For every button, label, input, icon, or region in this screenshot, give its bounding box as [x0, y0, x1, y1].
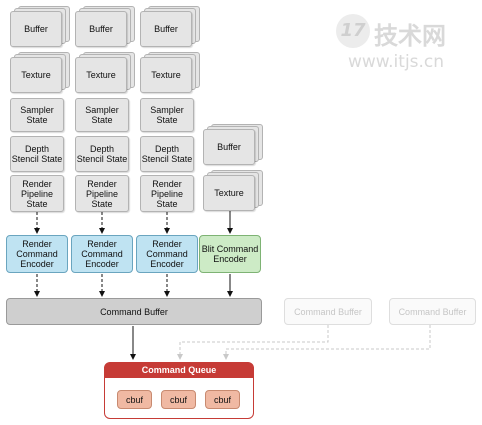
command-buffer: Command Buffer: [6, 298, 262, 325]
sampler-state-box-2: Sampler State: [75, 98, 129, 132]
texture-box-1: Texture: [10, 57, 62, 93]
watermark-logo-icon: 17: [336, 14, 370, 48]
command-queue: Command Queue cbuf cbuf cbuf: [104, 362, 254, 419]
cbuf-item-2: cbuf: [161, 390, 196, 409]
buffer-box-3: Buffer: [140, 11, 192, 47]
cbuf-item-3: cbuf: [205, 390, 240, 409]
sampler-state-box-3: Sampler State: [140, 98, 194, 132]
depth-stencil-state-box-1: Depth Stencil State: [10, 136, 64, 172]
render-pipeline-state-box-3: Render Pipeline State: [140, 175, 194, 212]
ghost-command-buffer-2: Command Buffer: [389, 298, 476, 325]
cbuf-item-1: cbuf: [117, 390, 152, 409]
watermark-brand: 技术网: [374, 22, 446, 50]
watermark-url: www.itjs.cn: [348, 52, 445, 72]
depth-stencil-state-box-3: Depth Stencil State: [140, 136, 194, 172]
render-pipeline-state-box-2: Render Pipeline State: [75, 175, 129, 212]
render-command-encoder-1: Render Command Encoder: [6, 235, 68, 273]
arrow-ghost-buffer-2-to-queue: [223, 325, 431, 360]
buffer-box-1: Buffer: [10, 11, 62, 47]
texture-box-2: Texture: [75, 57, 127, 93]
texture-box-3: Texture: [140, 57, 192, 93]
sampler-state-box-1: Sampler State: [10, 98, 64, 132]
blit-command-encoder: Blit Command Encoder: [199, 235, 261, 273]
render-command-encoder-3: Render Command Encoder: [136, 235, 198, 273]
command-queue-title: Command Queue: [105, 363, 253, 378]
ghost-command-buffer-1: Command Buffer: [284, 298, 372, 325]
arrow-ghost-buffer-1-to-queue: [177, 325, 329, 360]
buffer-box-2: Buffer: [75, 11, 127, 47]
blit-texture-box: Texture: [203, 175, 255, 211]
render-pipeline-state-box-1: Render Pipeline State: [10, 175, 64, 212]
depth-stencil-state-box-2: Depth Stencil State: [75, 136, 129, 172]
watermark-logo-text: 17: [340, 20, 366, 41]
render-command-encoder-2: Render Command Encoder: [71, 235, 133, 273]
blit-buffer-box: Buffer: [203, 129, 255, 165]
